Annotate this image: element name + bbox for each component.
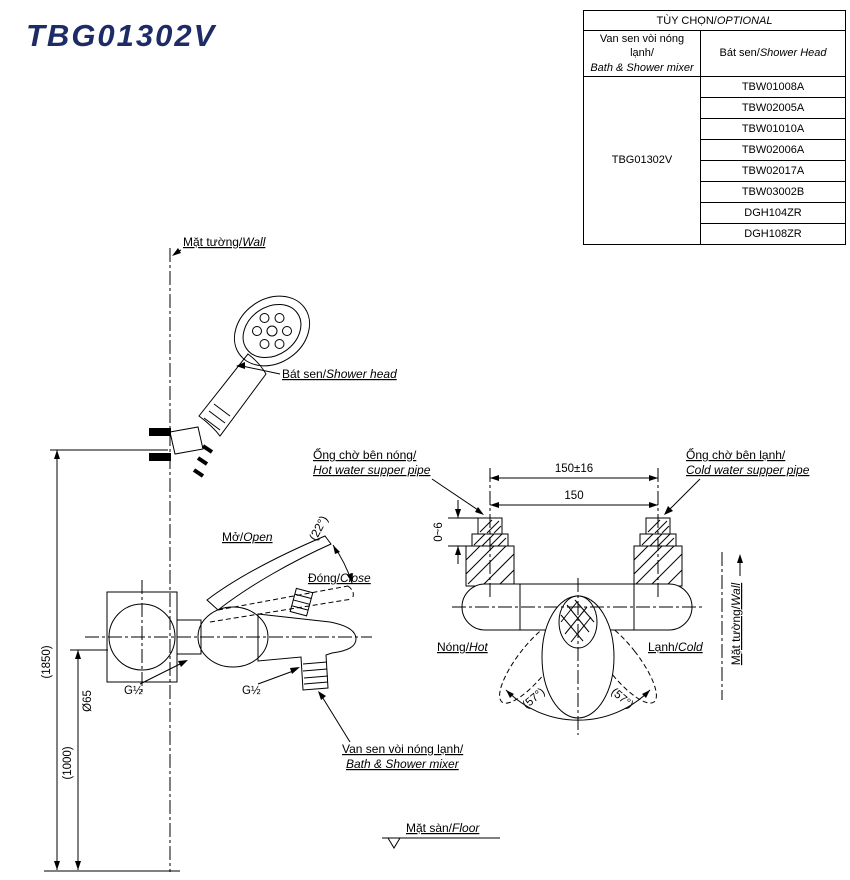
mixer-label-vi: Van sen vòi nóng lạnh/ — [342, 742, 464, 756]
spout-side — [257, 613, 357, 691]
cold-supply-fitting — [633, 517, 683, 587]
shower-head-option: DGH108ZR — [700, 222, 846, 245]
pitch-dimensions: 150±16 150 — [490, 463, 658, 508]
dim-150-16: 150±16 — [555, 463, 593, 475]
cold-pipe-label-en: Cold water supper pipe — [686, 463, 810, 477]
handle-closed-dashed — [209, 585, 354, 623]
angle-57-right: (57°) — [608, 686, 635, 711]
dim-0-6: 0~6 — [433, 522, 445, 542]
dim-1000: (1000) — [62, 746, 74, 779]
dim-dia65: Ø65 — [82, 690, 94, 712]
dim-150: 150 — [564, 490, 583, 502]
shower-head-option: TBW02006A — [700, 138, 846, 161]
swing-arc — [505, 689, 651, 721]
cold-label: Lạnh/Cold — [648, 640, 703, 654]
wall-label-top: Mặt tường/Wall — [183, 235, 266, 249]
mixer-label-en: Bath & Shower mixer — [346, 757, 460, 771]
protrusion-dimension: 0~6 — [433, 500, 482, 564]
diverter-knob — [289, 587, 314, 617]
shower-head-option: TBW01010A — [700, 117, 846, 140]
cold-pipe-label-vi: Ống chờ bên lạnh/ — [686, 447, 786, 462]
hot-pipe-label-vi: Ống chờ bên nóng/ — [313, 447, 417, 462]
options-table: TÙY CHỌN/OPTIONAL Van sen vòi nóng lạnh/… — [583, 10, 846, 245]
options-table-caption: TÙY CHỌN/OPTIONAL — [583, 10, 846, 31]
hot-supply-fitting — [465, 517, 515, 587]
floor-label: Mặt sàn/Floor — [406, 821, 480, 835]
wall-label-right: Mặt tường/Wall — [729, 582, 743, 665]
dim-1850: (1850) — [41, 645, 53, 678]
hot-label: Nóng/Hot — [437, 640, 488, 654]
mixer-body-side — [197, 606, 269, 668]
hot-pipe-label-en: Hot water supper pipe — [313, 463, 431, 477]
open-label: Mở/Open — [222, 530, 273, 544]
front-view: Ống chờ bên nóng/ Hot water supper pipe … — [313, 447, 810, 735]
mixer-label: Van sen vòi nóng lạnh/ Bath & Shower mix… — [318, 691, 464, 771]
shower-head-label: Bát sen/Shower head — [282, 367, 397, 381]
shower-head-column-header: Bát sen/Shower Head — [700, 30, 846, 77]
height-dimensions: (1850) (1000) — [41, 449, 180, 872]
side-view: Mặt tường/Wall — [41, 235, 500, 872]
thread-label-spout: G½ — [242, 685, 261, 697]
handle-open — [206, 535, 332, 611]
mixer-model-cell: TBG01302V — [583, 75, 701, 245]
escutcheon-circle — [108, 603, 176, 671]
angle-57-left: (57°) — [521, 686, 548, 711]
floor-datum: Mặt sàn/Floor — [382, 821, 500, 849]
product-code-title: TBG01302V — [26, 18, 217, 53]
shower-head-drawing — [149, 295, 311, 478]
close-label: Đóng/Close — [308, 571, 371, 585]
thread-label-shower: G½ — [124, 685, 143, 697]
mixer-side-view: Ø65 G½ G½ (22°) Mở/Open Đóng/Close — [82, 513, 372, 712]
